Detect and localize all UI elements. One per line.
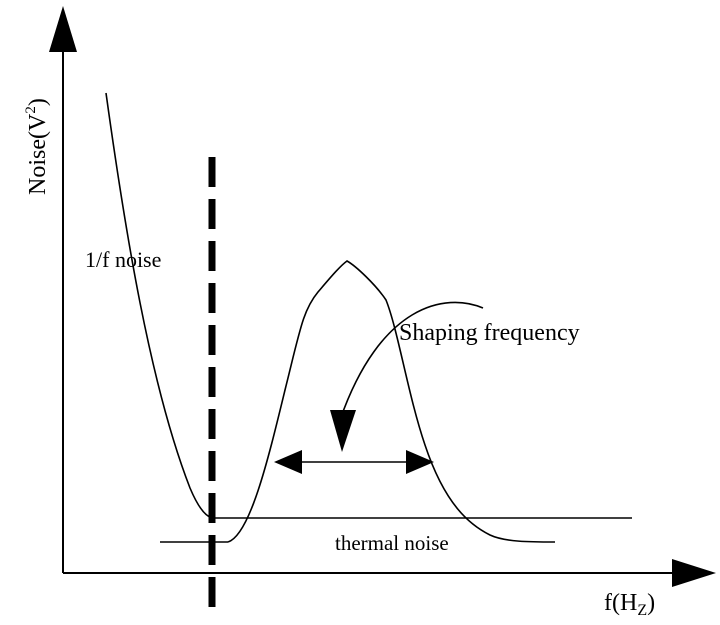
x-axis-label-main: f(H (604, 590, 637, 616)
x-axis-label-subscript: Z (637, 602, 647, 619)
bandwidth-arrowhead-left (274, 450, 302, 474)
y-axis-label-main: Noise(V (25, 113, 51, 195)
y-axis-label: Noise(V2) (23, 98, 51, 195)
one-over-f-noise-label: 1/f noise (85, 247, 161, 272)
shaping-pointer-arrow-curve (339, 301, 484, 421)
shaping-filter-curve (227, 260, 556, 543)
one-over-f-noise-curve (105, 92, 632, 519)
y-axis-label-superscript: 2 (23, 106, 39, 114)
x-axis-label-close: ) (647, 590, 655, 616)
shaping-pointer-arrowhead (330, 410, 356, 452)
bandwidth-arrowhead-right (406, 450, 434, 474)
x-axis-label: f(HZ) (604, 590, 655, 619)
thermal-noise-label: thermal noise (335, 531, 449, 555)
shaping-frequency-label: Shaping frequency (399, 320, 580, 346)
y-axis-label-close: ) (25, 98, 51, 106)
y-axis-arrowhead (49, 6, 77, 52)
x-axis-arrowhead (672, 559, 716, 587)
